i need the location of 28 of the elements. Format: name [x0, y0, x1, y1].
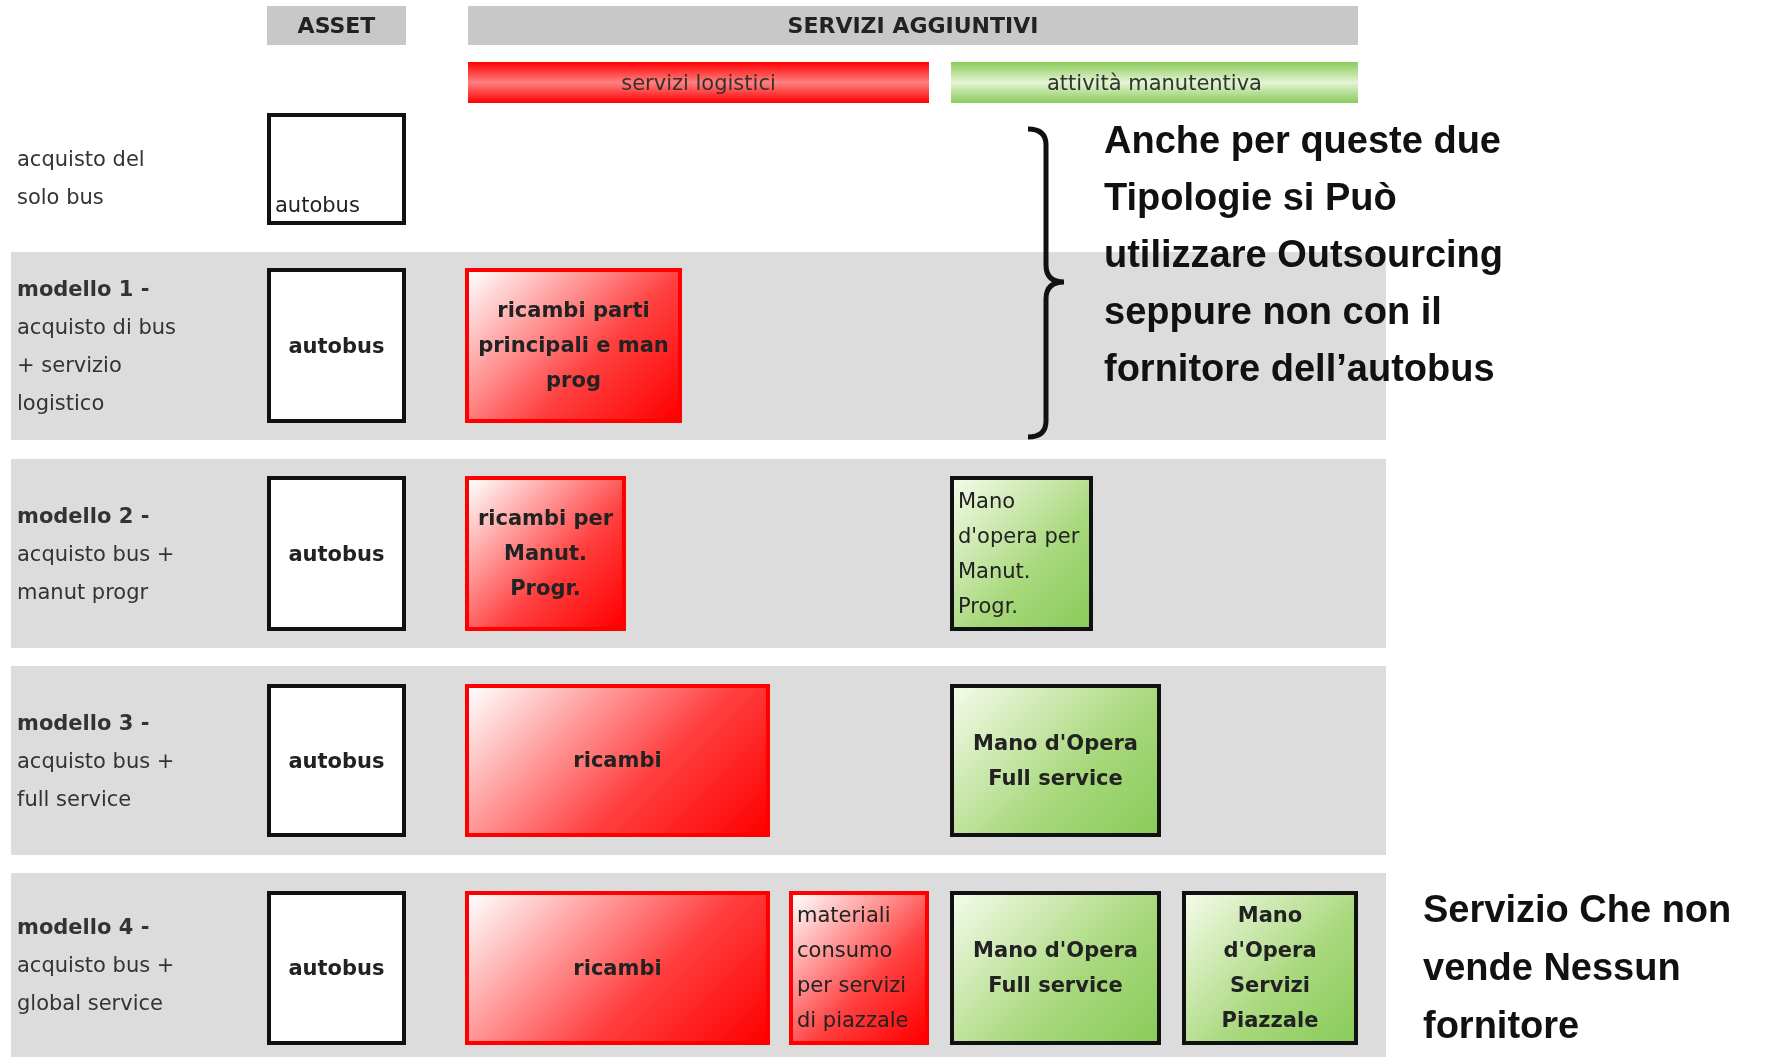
- row-band: [11, 459, 1386, 648]
- row-band: [11, 666, 1386, 855]
- service-box: ricambi per Manut. Progr.: [465, 476, 626, 631]
- note-text: Anche per queste due Tipologie si Può utilizzare Outsourcing seppure non con il fornitore dell’autobus: [1104, 118, 1505, 391]
- row-label: modello 3 - acquisto bus + full service: [17, 709, 176, 813]
- category-bar: servizi logistici: [468, 62, 929, 103]
- note-text: Servizio Che non vende Nessun fornitore: [1423, 887, 1733, 1048]
- service-box: ricambi: [465, 891, 770, 1045]
- category-bar: attività manutentiva: [951, 62, 1358, 103]
- service-box: Mano d'Opera Servizi Piazzale: [1182, 891, 1358, 1045]
- service-box: ricambi: [465, 684, 770, 837]
- asset-box: autobus: [267, 891, 406, 1045]
- service-box: Mano d'opera per Manut. Progr.: [950, 476, 1093, 631]
- header-bar: ASSET: [267, 6, 406, 45]
- row-label: modello 1 - acquisto di bus + servizio logistico: [17, 276, 177, 417]
- asset-box: autobus: [267, 476, 406, 631]
- service-box: materiali consumo per servizi di piazzale: [789, 891, 929, 1045]
- asset-box: autobus: [267, 113, 406, 225]
- header-bar: SERVIZI AGGIUNTIVI: [468, 6, 1358, 45]
- service-box: ricambi parti principali e man prog: [465, 268, 682, 423]
- row-label: modello 4 - acquisto bus + global service: [17, 914, 176, 1017]
- service-box: Mano d'Opera Full service: [950, 684, 1161, 837]
- row-label: modello 2 - acquisto bus + manut progr: [17, 502, 176, 606]
- asset-box: autobus: [267, 684, 406, 837]
- asset-box: autobus: [267, 268, 406, 423]
- row-label: acquisto del solo bus: [17, 146, 146, 211]
- service-box: Mano d'Opera Full service: [950, 891, 1161, 1045]
- row-band: [11, 873, 1386, 1057]
